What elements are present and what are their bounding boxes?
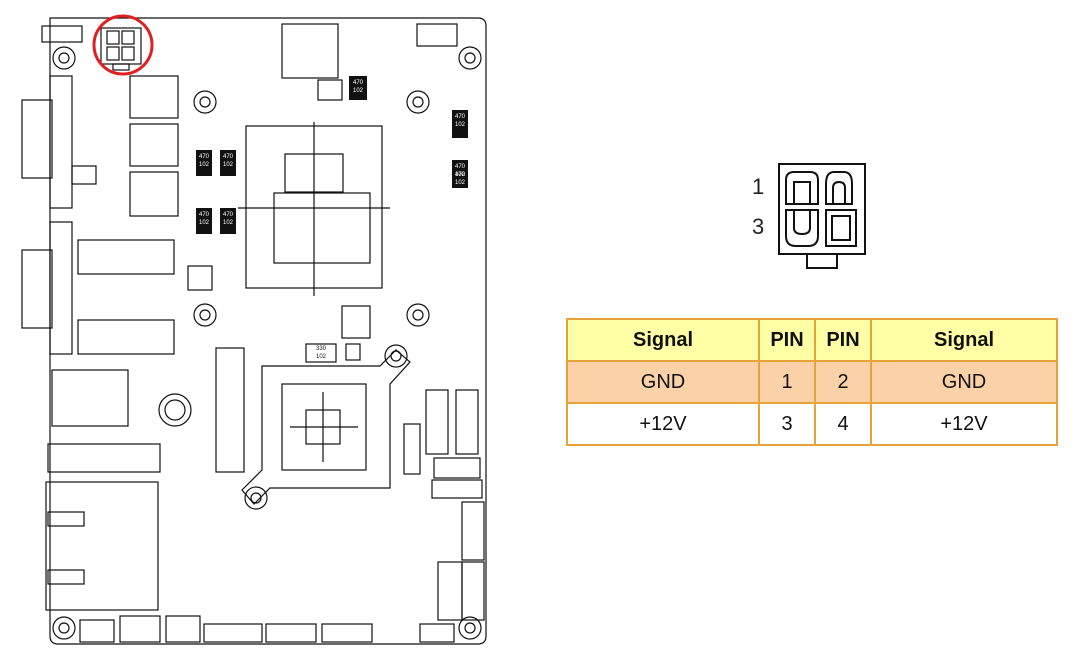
chip-label: 102 (223, 162, 234, 168)
chip-label: 470 (353, 80, 364, 86)
mounting-hole (52, 46, 76, 70)
table-row: +12V 3 4 +12V (566, 402, 1058, 446)
pin-label-3: 3 (752, 214, 765, 239)
signal-cell: +12V (566, 402, 760, 446)
chip-label: 102 (223, 220, 234, 226)
signal-cell: +12V (870, 402, 1058, 446)
header-pin-left: PIN (758, 318, 816, 362)
chip-label: 470 (199, 154, 210, 160)
signal-cell: GND (870, 360, 1058, 404)
highlight-circle (92, 14, 154, 76)
chip-label: 470 (223, 212, 234, 218)
power-connector-pinout (778, 163, 866, 269)
chip-label: 470 (199, 212, 210, 218)
chip-label: 102 (455, 122, 466, 128)
signal-cell: GND (566, 360, 760, 404)
chip-label: 470 (455, 164, 466, 170)
mounting-hole (458, 616, 482, 640)
chip-label: 470 (223, 154, 234, 160)
chip-label: 102 (316, 354, 327, 360)
table-row: GND 1 2 GND (566, 360, 1058, 404)
pin-assignment-table: Signal PIN PIN Signal GND 1 2 GND +12V 3… (566, 318, 1058, 446)
pin-cell: 3 (758, 402, 816, 446)
pin-label-1: 1 (752, 174, 765, 199)
chip-label: 102 (199, 162, 210, 168)
table-header-row: Signal PIN PIN Signal (566, 318, 1058, 362)
motherboard-diagram: 4701024701024701024701024701024701024701… (21, 14, 487, 645)
pin-cell: 1 (758, 360, 816, 404)
chip-label: 102 (455, 180, 466, 186)
header-pin-right: PIN (814, 318, 872, 362)
chip-label: 102 (353, 88, 364, 94)
chip-label: 470 (455, 114, 466, 120)
pin-cell: 2 (814, 360, 872, 404)
header-signal-left: Signal (566, 318, 760, 362)
header-signal-right: Signal (870, 318, 1058, 362)
mounting-hole (52, 616, 76, 640)
mounting-hole (458, 46, 482, 70)
chip-label: 470 (455, 172, 466, 178)
chip-label: 330 (316, 346, 327, 352)
pin-cell: 4 (814, 402, 872, 446)
power-connector-small (100, 27, 142, 71)
chip-label: 102 (455, 172, 466, 178)
chip-label: 102 (199, 220, 210, 226)
